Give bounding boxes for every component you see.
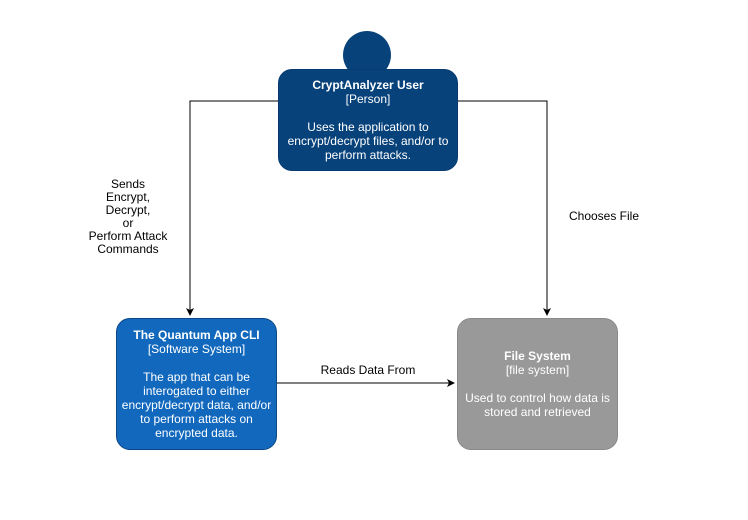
edge-user-to-cli: [186, 100, 278, 316]
edge-label-chooses-file: Chooses File: [562, 210, 646, 223]
edge-label-line: Commands: [97, 242, 159, 256]
person-description-line: Uses the application to: [307, 120, 429, 134]
cli-name: The Quantum App CLI: [133, 328, 260, 342]
filesystem-type: [file system]: [505, 363, 570, 377]
person-name: CryptAnalyzer User: [312, 78, 424, 92]
filesystem-description-line: stored and retrieved: [484, 405, 591, 419]
edge-label-sends-commands: Sends Encrypt, Decrypt, or Perform Attac…: [80, 178, 176, 256]
cli-description-line: to perform attacks on: [140, 412, 253, 426]
cli-description-line: The app that can be: [143, 370, 250, 384]
edge-label-line: Sends: [110, 177, 146, 191]
edge-label-line: Decrypt,: [105, 203, 151, 217]
person-cryptanalyzer-user[interactable]: CryptAnalyzer User [Person] Uses the app…: [278, 69, 458, 171]
filesystem-description-line: Used to control how data is: [465, 391, 610, 405]
edge-user-to-filesystem: [458, 100, 551, 316]
cli-description-line: encrypt/decrypt data, and/or: [121, 398, 272, 412]
cli-description-line: encrypted data.: [155, 426, 238, 440]
cli-type: [Software System]: [147, 342, 246, 356]
software-system-quantum-app-cli[interactable]: The Quantum App CLI [Software System] Th…: [116, 318, 277, 450]
person-description-line: encrypt/decrypt files, and/or to: [287, 134, 449, 148]
person-type: [Person]: [345, 92, 391, 106]
cli-description-line: interogated to either: [143, 384, 250, 398]
edge-label-line: or: [122, 216, 134, 230]
external-file-system[interactable]: File System [file system] Used to contro…: [457, 318, 618, 450]
edge-label-reads-data: Reads Data From: [320, 363, 416, 377]
edge-label-line: Encrypt,: [105, 190, 150, 204]
filesystem-name: File System: [504, 349, 571, 363]
person-description-line: perform attacks.: [324, 148, 412, 162]
edge-label-line: Perform Attack: [88, 229, 168, 243]
